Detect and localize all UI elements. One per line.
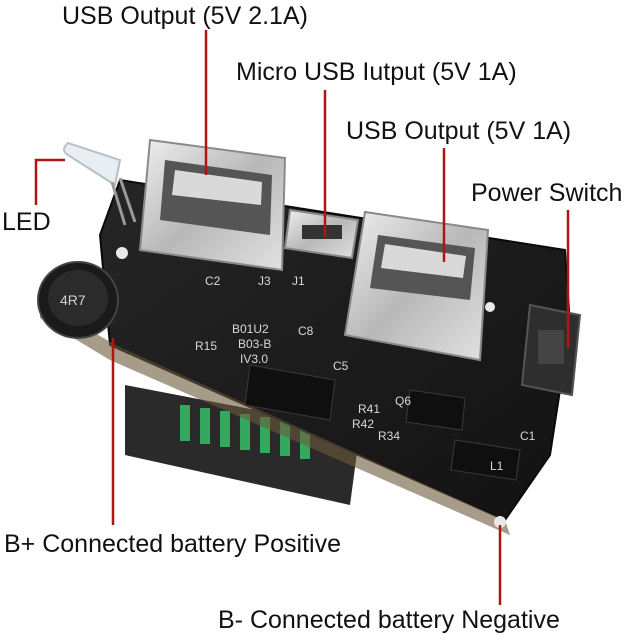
- label-micro-usb-input: Micro USB Iutput (5V 1A): [236, 58, 517, 86]
- silkscreen-b03b: B03-B: [238, 337, 271, 351]
- silkscreen-j1: J1: [292, 274, 305, 288]
- silkscreen-r15: R15: [195, 339, 217, 353]
- inductor-marking: 4R7: [60, 292, 86, 308]
- silkscreen-c2: C2: [205, 274, 221, 288]
- silkscreen-iv30: IV3.0: [240, 352, 268, 366]
- power-switch-component: [520, 303, 582, 397]
- silkscreen-j3: J3: [258, 274, 271, 288]
- silkscreen-r42: R42: [352, 417, 374, 431]
- silkscreen-q6: Q6: [395, 394, 411, 408]
- leader-lines: [34, 30, 570, 605]
- silkscreen-l1: L1: [490, 459, 504, 473]
- label-led: LED: [2, 208, 51, 236]
- leader-led: [34, 158, 65, 205]
- silkscreen-c5: C5: [333, 359, 349, 373]
- label-battery-positive: B+ Connected battery Positive: [4, 530, 341, 558]
- silkscreen-c8: C8: [298, 324, 314, 338]
- silkscreen-r34: R34: [378, 429, 400, 443]
- silkscreen-b01u2: B01U2: [232, 322, 269, 336]
- pcb-edge: [40, 300, 510, 535]
- micro-usb-port: [283, 208, 360, 260]
- label-power-switch: Power Switch: [471, 179, 623, 207]
- silkscreen-c1: C1: [520, 429, 536, 443]
- label-usb-output-2-1a: USB Output (5V 2.1A): [62, 2, 308, 30]
- usb-port-1a: [343, 210, 490, 362]
- usb-port-2-1a: [138, 138, 287, 272]
- label-battery-negative: B- Connected battery Negative: [218, 606, 560, 634]
- inductor: 4R7: [37, 261, 119, 339]
- led-component: [63, 141, 137, 226]
- silkscreen-r41: R41: [358, 402, 380, 416]
- label-usb-output-1a: USB Output (5V 1A): [346, 117, 572, 145]
- ic-chips: [244, 364, 521, 481]
